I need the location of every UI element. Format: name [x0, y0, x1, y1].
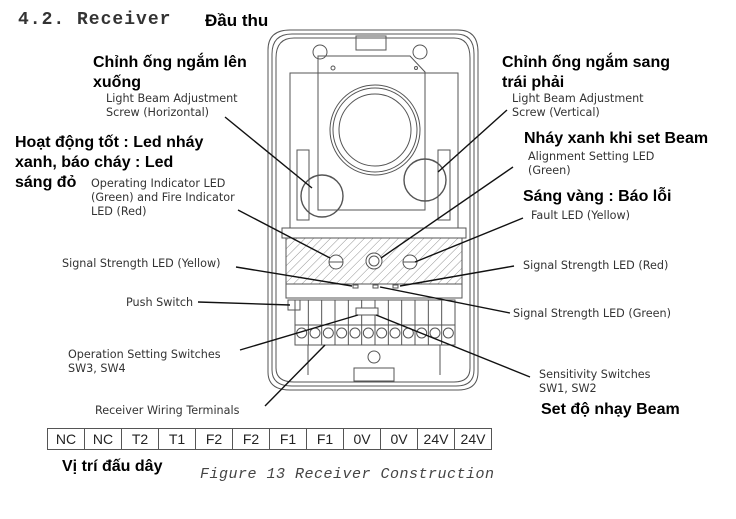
- bottom-screw: [367, 350, 381, 364]
- terminal-row: NC NC T2 T1 F2 F2 F1 F1 0V 0V 24V 24V: [47, 428, 492, 450]
- sensor-plate: [317, 55, 426, 211]
- top-tab: [355, 35, 387, 51]
- label-vertical-screw-en: Light Beam Adjustment Screw (Vertical): [512, 92, 644, 119]
- terminal-cell: NC: [84, 428, 122, 450]
- label-push-switch: Push Switch: [126, 296, 194, 309]
- signal-led-red: [392, 284, 399, 289]
- label-signal-red: Signal Strength LED (Red): [523, 259, 669, 272]
- lens-inner: [338, 93, 412, 167]
- terminal-cell: T1: [158, 428, 196, 450]
- terminal-cell: 24V: [454, 428, 492, 450]
- terminal-screw: [336, 327, 348, 339]
- terminal-cell: 0V: [343, 428, 381, 450]
- terminal-screw: [416, 327, 428, 339]
- lens-outer: [329, 84, 421, 176]
- label-alignment-led-vi: Nháy xanh khi set Beam: [524, 130, 709, 147]
- label-operation-switches: Operation Setting Switches SW3, SW4: [68, 348, 221, 375]
- terminal-cell: T2: [121, 428, 159, 450]
- leader-operating-led: [237, 209, 331, 259]
- section-heading: 4.2. Receiver: [18, 10, 172, 30]
- leader-signal-green: [379, 286, 511, 314]
- label-horizontal-screw-en: Light Beam Adjustment Screw (Horizontal): [106, 92, 238, 119]
- label-fault-led-en: Fault LED (Yellow): [531, 209, 631, 222]
- terminal-cell: F2: [232, 428, 270, 450]
- terminal-screw: [429, 327, 441, 339]
- leader-push-switch: [197, 301, 291, 306]
- terminal-screw: [349, 327, 361, 339]
- leader-fault-led: [414, 217, 524, 263]
- vertical-adjust-knob: [403, 158, 447, 202]
- label-sensitivity-switches-vi: Set độ nhạy Beam: [541, 401, 680, 418]
- leader-vertical-screw: [437, 109, 508, 173]
- terminal-cell: F2: [195, 428, 233, 450]
- terminal-screw: [376, 327, 388, 339]
- section-heading-vi: Đầu thu: [205, 11, 269, 30]
- label-operating-led-en: Operating Indicator LED (Green) and Fire…: [91, 177, 235, 218]
- signal-led-green: [372, 284, 379, 289]
- terminal-cell: 0V: [380, 428, 418, 450]
- leader-wiring-terminals: [264, 344, 326, 407]
- leader-horizontal-screw: [224, 116, 313, 189]
- leader-signal-red: [399, 265, 515, 287]
- leader-alignment-led: [380, 166, 514, 259]
- dip-switches: [355, 307, 379, 316]
- figure-caption: Figure 13 Receiver Construction: [200, 466, 495, 483]
- terminal-screw: [389, 327, 401, 339]
- terminal-screw: [362, 327, 374, 339]
- terminal-screw: [442, 327, 454, 339]
- label-signal-yellow: Signal Strength LED (Yellow): [62, 257, 221, 270]
- leader-signal-yellow: [235, 266, 353, 287]
- signal-led-yellow: [352, 284, 359, 289]
- horizontal-adjust-knob: [300, 174, 344, 218]
- label-fault-led-vi: Sáng vàng : Báo lỗi: [523, 188, 672, 205]
- housing-outline: [267, 29, 479, 391]
- label-sensitivity-switches: Sensitivity Switches SW1, SW2: [539, 368, 651, 395]
- terminal-cell: F1: [306, 428, 344, 450]
- terminal-cell: NC: [47, 428, 85, 450]
- terminal-cell: 24V: [417, 428, 455, 450]
- label-signal-green: Signal Strength LED (Green): [513, 307, 671, 320]
- label-horizontal-screw-vi: Chỉnh ống ngắm lên xuống: [93, 54, 247, 91]
- terminal-cell: F1: [269, 428, 307, 450]
- terminals-caption-vi: Vị trí đấu dây: [62, 458, 163, 475]
- label-operating-led-vi: Hoạt động tốt : Led nháy xanh, báo cháy …: [15, 134, 204, 191]
- terminal-table: NC NC T2 T1 F2 F2 F1 F1 0V 0V 24V 24V: [47, 428, 492, 450]
- label-alignment-led-en: Alignment Setting LED (Green): [528, 150, 655, 177]
- alignment-led: [365, 252, 383, 270]
- leader-sensitivity-switches: [375, 314, 531, 378]
- terminal-screw: [322, 327, 334, 339]
- label-vertical-screw-vi: Chỉnh ống ngắm sang trái phải: [502, 54, 670, 91]
- label-wiring-terminals: Receiver Wiring Terminals: [95, 404, 240, 417]
- leader-operation-switches: [239, 314, 359, 351]
- housing-inner-outline: [271, 33, 475, 387]
